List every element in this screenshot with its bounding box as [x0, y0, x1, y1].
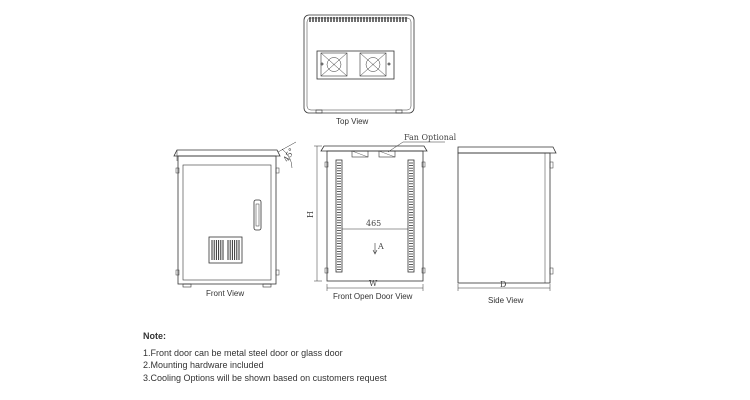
front-view	[173, 141, 297, 288]
fan-optional-callout: Fan Optional	[404, 133, 457, 142]
side-view-label: Side View	[488, 296, 524, 305]
height-dimension: H	[306, 211, 315, 218]
side-view	[457, 146, 557, 291]
front-louver-vent	[208, 236, 243, 264]
top-view-label: Top View	[336, 117, 369, 126]
section-a-marker: A	[377, 242, 384, 251]
front-open-door-view	[314, 141, 445, 291]
fan-plate	[316, 50, 395, 80]
door-handle	[253, 199, 262, 231]
top-vent-slots	[309, 17, 407, 22]
note-item: 2.Mounting hardware included	[143, 360, 264, 370]
front-view-label: Front View	[206, 289, 244, 298]
notes-block: Note: 1.Front door can be metal steel do…	[143, 330, 387, 384]
note-item: 1.Front door can be metal steel door or …	[143, 347, 343, 358]
depth-dimension: D	[500, 280, 506, 289]
left-mounting-rail	[335, 159, 343, 273]
notes-title: Note:	[143, 331, 166, 341]
right-mounting-rail	[407, 159, 415, 273]
top-view	[303, 14, 415, 114]
width-dimension: W	[369, 279, 378, 288]
dimension-465: 465	[366, 219, 381, 228]
note-item: 3.Cooling Options will be shown based on…	[143, 372, 387, 383]
angle-dimension: 45°	[282, 147, 297, 164]
front-open-door-view-label: Front Open Door View	[333, 292, 413, 301]
